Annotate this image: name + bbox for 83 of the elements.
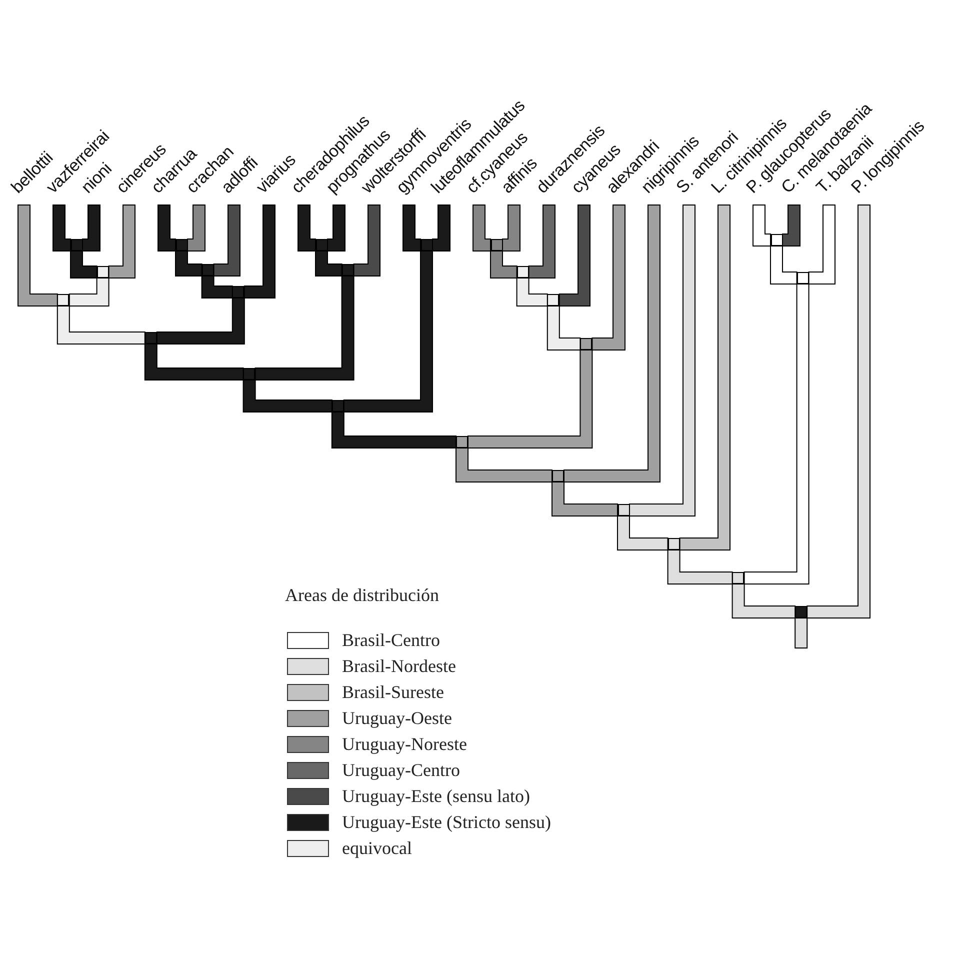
branch-line	[468, 350, 593, 448]
branch-line	[528, 204, 556, 278]
branch-line	[490, 250, 518, 278]
branch-node	[96, 266, 109, 278]
branch-node	[490, 239, 502, 251]
branch-line	[213, 204, 240, 276]
branch-line	[472, 204, 491, 252]
branch-line	[18, 204, 58, 306]
branch-line	[187, 204, 206, 252]
legend-label: Uruguay-Centro	[342, 760, 460, 780]
branch-node	[796, 272, 809, 284]
branch-line	[752, 204, 771, 246]
legend-label: Brasil-Sureste	[342, 682, 444, 702]
branch-line	[770, 246, 798, 284]
branch-node	[232, 286, 244, 298]
branch-line	[315, 250, 342, 276]
branch-line	[158, 204, 176, 252]
branch-line	[732, 584, 796, 618]
branch-node	[516, 266, 529, 278]
branch-line	[82, 204, 100, 252]
branch-node	[732, 572, 744, 584]
branch-line	[629, 204, 696, 516]
branch-line	[331, 412, 456, 448]
branch-line	[667, 550, 733, 584]
legend-label: Uruguay-Este (sensu lato)	[342, 786, 530, 806]
branch-node	[552, 470, 564, 482]
branch-line	[502, 204, 520, 252]
branch-line	[552, 482, 618, 516]
branch-node	[57, 294, 70, 306]
branch-node	[243, 368, 256, 380]
branch-line	[456, 448, 552, 482]
branch-node	[70, 239, 82, 251]
branch-line	[68, 278, 110, 306]
branch-line	[679, 204, 730, 550]
branch-line	[402, 204, 421, 252]
branch-node	[144, 332, 157, 344]
branch-line	[353, 204, 380, 276]
branch-line	[254, 276, 354, 380]
branch-line	[144, 344, 244, 380]
branch-line	[782, 204, 800, 246]
branch-line	[298, 204, 316, 252]
branch-node	[618, 504, 630, 516]
branch-line	[201, 276, 233, 298]
legend-label: Uruguay-Oeste	[342, 708, 452, 728]
legend-title: Areas de distribución	[285, 585, 439, 606]
branch-line	[242, 380, 332, 412]
branch-node	[668, 538, 680, 550]
legend-label: Brasil-Nordeste	[342, 656, 456, 676]
branch-line	[617, 516, 668, 550]
branch-line	[343, 250, 433, 412]
branch-line	[546, 306, 581, 350]
branch-node	[176, 239, 188, 251]
branch-line	[244, 204, 276, 298]
branch-line	[558, 204, 590, 306]
branch-line	[156, 298, 245, 344]
branch-node	[332, 400, 344, 412]
branch-node	[420, 239, 432, 251]
branch-line	[794, 618, 808, 648]
branch-line	[592, 204, 626, 350]
branch-node	[795, 606, 808, 618]
branch-line	[808, 204, 836, 284]
branch-node	[456, 436, 468, 448]
branch-node	[316, 239, 328, 251]
branch-line	[806, 204, 870, 618]
branch-node	[770, 234, 782, 246]
branch-line	[56, 306, 146, 344]
branch-line	[432, 204, 450, 252]
branch-node	[580, 338, 592, 350]
branch-line	[327, 204, 346, 252]
legend-label: Brasil-Centro	[342, 630, 440, 650]
branch-line	[52, 204, 71, 252]
branch-line	[564, 204, 660, 482]
legend-label: Uruguay-Noreste	[342, 734, 467, 754]
branch-line	[70, 250, 98, 278]
branch-node	[342, 264, 354, 276]
branch-line	[744, 284, 810, 584]
branch-line	[516, 278, 548, 306]
legend-label: Uruguay-Este (Stricto sensu)	[342, 812, 551, 832]
branch-line	[108, 204, 136, 278]
branch-line	[175, 250, 202, 276]
branch-node	[547, 294, 560, 306]
legend-label: equivocal	[342, 838, 412, 858]
branch-node	[202, 264, 214, 276]
